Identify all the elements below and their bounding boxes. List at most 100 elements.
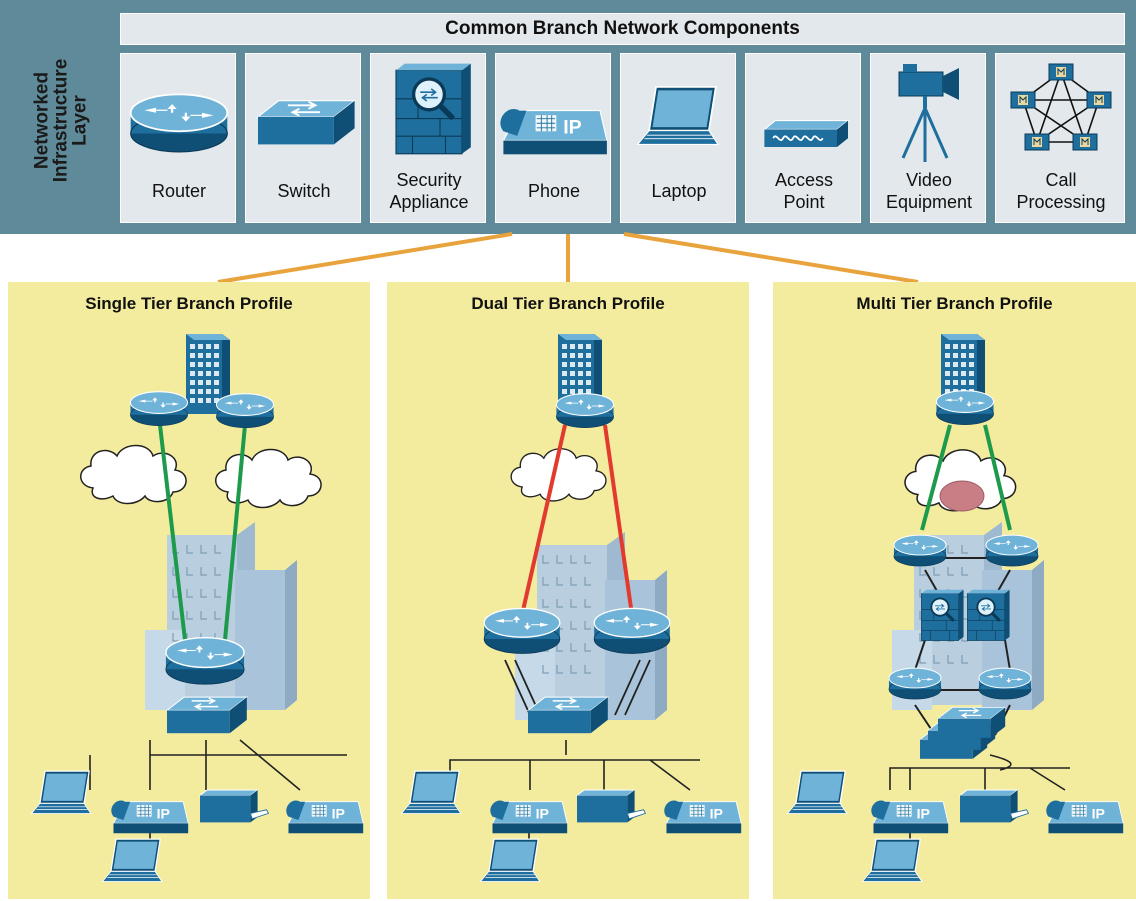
laptop-icon bbox=[786, 770, 848, 815]
laptop-icon bbox=[861, 838, 923, 883]
component-label: Video Equipment bbox=[885, 170, 973, 212]
wan-link bbox=[920, 424, 952, 531]
router-icon bbox=[978, 667, 1032, 700]
lan-links bbox=[889, 754, 1070, 791]
switch-icon bbox=[526, 696, 610, 734]
router-switch-links bbox=[504, 659, 651, 716]
multi-tier-diagram: IP IP bbox=[786, 334, 1124, 883]
panel-single-tier: Single Tier Branch Profile bbox=[8, 282, 370, 899]
lan-links bbox=[89, 739, 347, 791]
lan-links bbox=[449, 740, 700, 791]
ip-phone-icon: IP bbox=[111, 800, 189, 834]
wan-cloud-icon bbox=[215, 448, 322, 509]
video-camera-icon bbox=[898, 64, 959, 162]
headquarters-building-icon bbox=[186, 334, 230, 414]
svg-text:IP: IP bbox=[563, 117, 581, 139]
call-processing-icon bbox=[1010, 63, 1112, 151]
dual-tier-diagram: IP IP bbox=[400, 334, 742, 883]
router-icon bbox=[593, 607, 671, 654]
switch-icon bbox=[165, 696, 249, 734]
component-video-equipment: Video Equipment bbox=[870, 53, 986, 223]
component-phone: IP Phone bbox=[495, 53, 611, 223]
component-label: Phone bbox=[527, 181, 581, 201]
laptop-icon bbox=[636, 86, 720, 145]
infrastructure-layer-band: Networked Infrastructure Layer Common Br… bbox=[0, 0, 1136, 234]
component-access-point: Access Point bbox=[745, 53, 861, 223]
wan-core bbox=[939, 480, 985, 512]
ip-phone-icon: IP bbox=[871, 800, 949, 834]
component-call-processing: Call Processing bbox=[995, 53, 1125, 223]
component-label: Call Processing bbox=[1016, 170, 1106, 212]
laptop-icon bbox=[479, 838, 541, 883]
ip-phone-icon: IP bbox=[1046, 800, 1124, 834]
profile-title-dual: Dual Tier Branch Profile bbox=[471, 294, 665, 313]
ip-phone-icon: IP bbox=[664, 800, 742, 834]
component-switch: Switch bbox=[245, 53, 361, 223]
connector-lines bbox=[217, 232, 919, 284]
printer-icon bbox=[958, 789, 1030, 823]
connector-line-multi bbox=[623, 232, 919, 284]
laptop-icon bbox=[30, 770, 92, 815]
switch-icon bbox=[256, 100, 357, 145]
ip-phone-icon: IP bbox=[490, 800, 568, 834]
wan-cloud-icon bbox=[80, 444, 187, 505]
router-icon bbox=[129, 93, 229, 153]
svg-text:IP: IP bbox=[917, 805, 930, 821]
component-router: Router bbox=[120, 53, 236, 223]
ip-phone-icon: IP bbox=[500, 108, 608, 155]
switch-icon bbox=[936, 706, 1007, 738]
video-camera-icon bbox=[898, 64, 959, 162]
access-point-icon bbox=[762, 120, 850, 147]
component-label: Laptop bbox=[651, 181, 707, 201]
single-tier-diagram: IP IP bbox=[30, 334, 364, 883]
panel-multi-tier: Multi Tier Branch Profile bbox=[773, 282, 1136, 899]
router-icon bbox=[165, 636, 245, 685]
security-appliance-icon bbox=[967, 589, 1010, 641]
router-icon bbox=[888, 667, 942, 700]
router-icon bbox=[483, 607, 561, 654]
router-icon bbox=[129, 391, 189, 427]
access-point-icon bbox=[762, 120, 850, 147]
component-label: Switch bbox=[277, 181, 331, 201]
wan-link bbox=[983, 424, 1012, 531]
printer-icon bbox=[575, 789, 647, 823]
wan-link bbox=[158, 424, 187, 641]
profile-title-multi: Multi Tier Branch Profile bbox=[856, 294, 1053, 313]
printer-icon bbox=[198, 789, 270, 823]
core-links bbox=[914, 557, 1011, 736]
laptop-icon bbox=[636, 86, 720, 145]
panel-dual-tier: Dual Tier Branch Profile bbox=[387, 282, 749, 899]
profile-title-single: Single Tier Branch Profile bbox=[85, 294, 293, 313]
component-laptop: Laptop bbox=[620, 53, 736, 223]
connector-line-single bbox=[217, 232, 513, 284]
wan-link bbox=[223, 424, 247, 641]
svg-text:IP: IP bbox=[157, 805, 170, 821]
security-appliance-icon bbox=[921, 589, 964, 641]
router-icon bbox=[893, 534, 947, 567]
svg-text:IP: IP bbox=[332, 805, 345, 821]
component-label: Security Appliance bbox=[389, 170, 469, 212]
component-label: Router bbox=[151, 181, 207, 201]
router-icon bbox=[555, 393, 615, 429]
ip-phone-icon: IP bbox=[500, 108, 608, 155]
ip-phone-icon: IP bbox=[286, 800, 364, 834]
components-title: Common Branch Network Components bbox=[120, 13, 1125, 45]
switch-icon bbox=[256, 100, 357, 145]
laptop-icon bbox=[101, 838, 163, 883]
laptop-icon bbox=[400, 770, 462, 815]
component-label: Access Point bbox=[774, 170, 834, 212]
svg-text:IP: IP bbox=[710, 805, 723, 821]
security-appliance-icon bbox=[395, 63, 471, 155]
security-appliance-icon bbox=[395, 63, 471, 155]
component-security-appliance: Security Appliance bbox=[370, 53, 486, 223]
svg-text:IP: IP bbox=[1092, 805, 1105, 821]
call-processing-icon bbox=[1010, 63, 1112, 151]
router-icon bbox=[215, 393, 275, 429]
wan-link bbox=[603, 424, 634, 616]
router-icon bbox=[985, 534, 1039, 567]
router-icon bbox=[129, 93, 229, 153]
svg-text:IP: IP bbox=[536, 805, 549, 821]
router-icon bbox=[935, 390, 995, 426]
wan-link bbox=[520, 424, 567, 616]
